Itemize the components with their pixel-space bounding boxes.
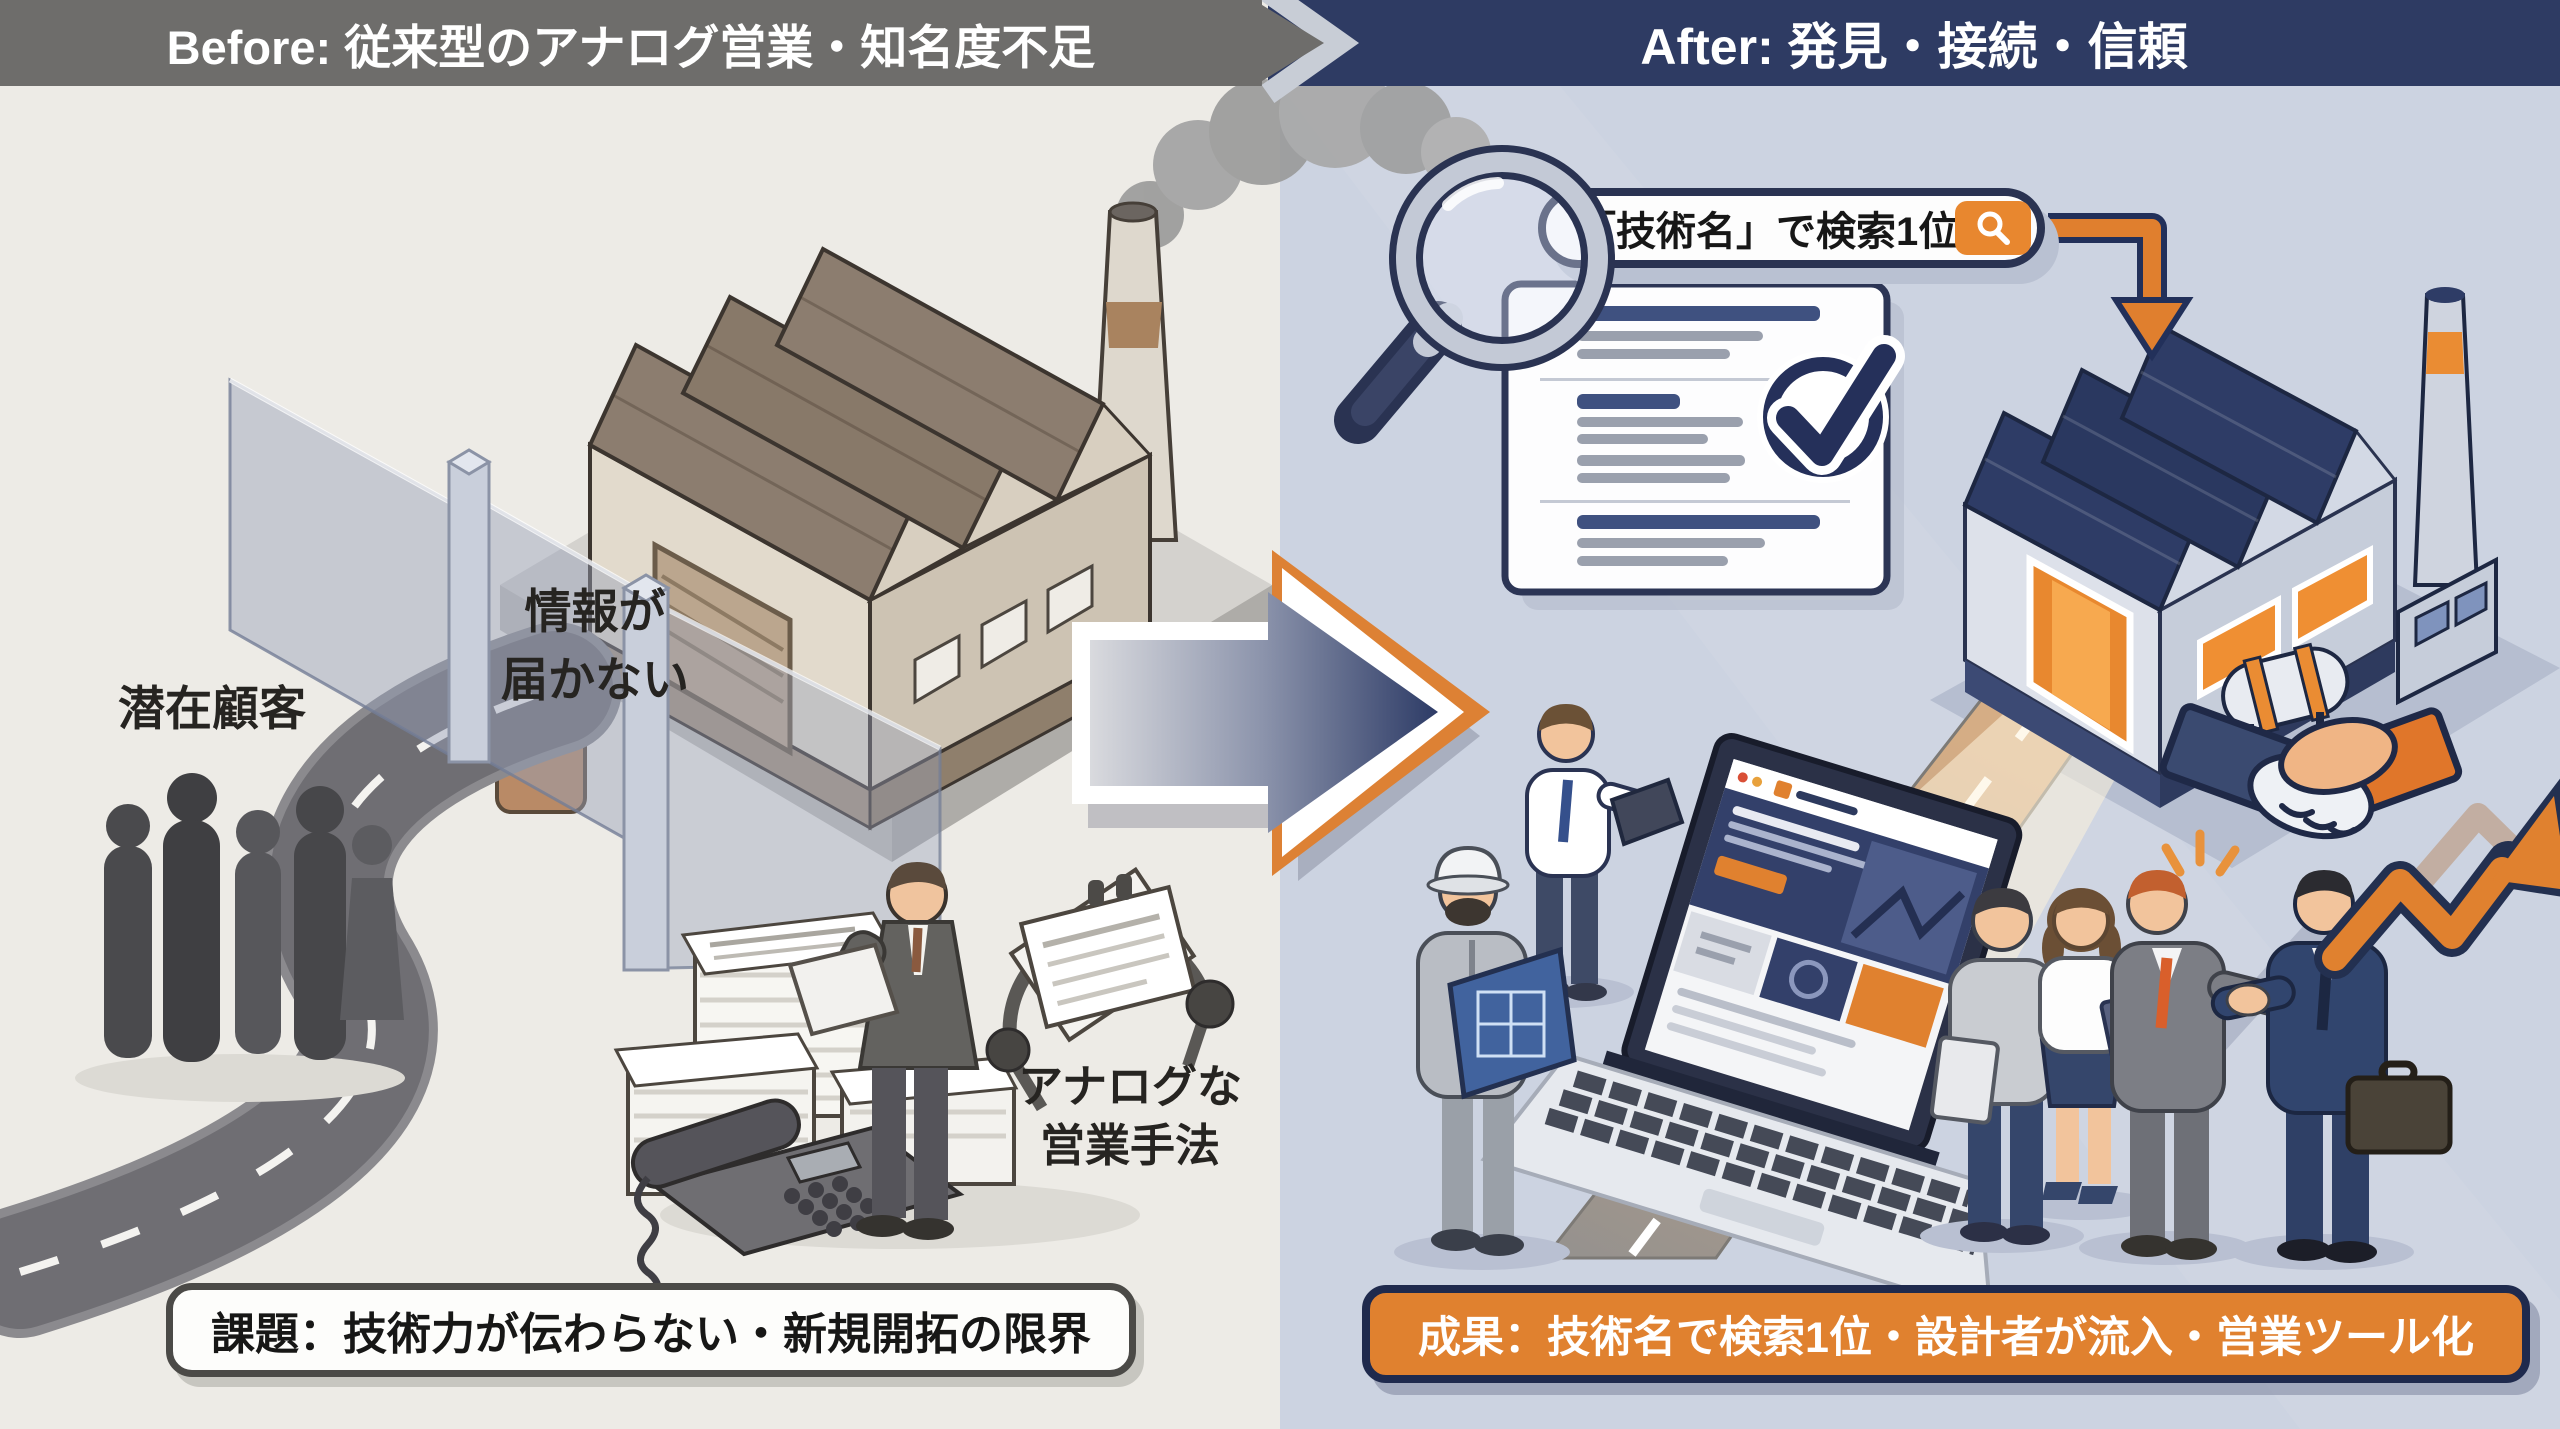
sparkle-icon [2161, 829, 2240, 877]
gate-pillar [446, 448, 492, 764]
search-result-document [1501, 280, 1905, 610]
potential-customers-figures [75, 773, 405, 1102]
gate-pillar [621, 573, 671, 972]
website-screen [1644, 758, 1998, 1131]
growth-arrow-icon [2314, 778, 2560, 979]
engineer-figure [1394, 845, 1577, 1270]
connector-arrow-icon [2048, 213, 2194, 362]
rolodex [985, 866, 1235, 1112]
check-icon [1757, 335, 1905, 483]
header-chevron [1254, 0, 1360, 103]
factory-tank [2221, 642, 2350, 735]
salesman-figure [787, 862, 980, 1240]
transition-arrow-icon [1072, 550, 1490, 881]
modern-factory [1962, 287, 2498, 808]
handshake-icon [2159, 703, 2463, 840]
magnifying-glass-icon [1334, 145, 1615, 444]
glass-wall [228, 377, 942, 972]
laptop [1480, 733, 2023, 1318]
factory-windows [913, 563, 1094, 705]
customer-figures [1920, 829, 2453, 1270]
